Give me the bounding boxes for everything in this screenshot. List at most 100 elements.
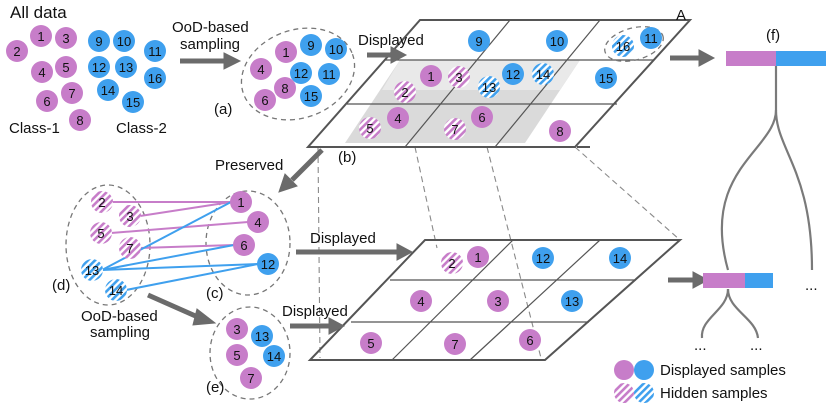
hidden-sample-grid-top-5: 5 [359, 117, 381, 139]
sample-grid-bottom-6: 6 [519, 329, 541, 351]
sample-number: 5 [367, 336, 374, 351]
sample-number: 12 [294, 66, 308, 81]
sample-number: 1 [474, 250, 481, 265]
hidden-sample-grid-top-14: 14 [532, 63, 554, 85]
displayed-label-1: Displayed [358, 32, 424, 49]
sample-number: 2 [448, 256, 455, 271]
link-5-4 [110, 221, 249, 234]
sample-grid-bottom-1: 1 [467, 246, 489, 268]
sample-number: 1 [427, 69, 434, 84]
sample-all-data-2: 2 [6, 40, 28, 62]
class2-label: Class-2 [116, 120, 167, 137]
sample-number: 8 [556, 124, 563, 139]
sample-number: 1 [237, 195, 244, 210]
sample-number: 16 [148, 71, 162, 86]
displayed-label-2: Displayed [310, 230, 376, 247]
sample-number: 12 [261, 257, 275, 272]
sample-sampled-a-4: 4 [250, 58, 272, 80]
arrow-ood-sampling-1 [180, 52, 242, 70]
guide-line [486, 146, 542, 359]
sample-grid-bottom-3: 3 [487, 290, 509, 312]
hidden-sample-grid-top-2: 2 [394, 81, 416, 103]
sample-number: 9 [307, 38, 314, 53]
sample-grid-bottom-14: 14 [609, 247, 631, 269]
arrow-displayed-3 [290, 317, 346, 335]
ood-sampling-label-1: OoD-based [172, 19, 249, 36]
link-14-12 [125, 263, 259, 291]
ellipsis-2: ... [694, 337, 707, 354]
sample-all-data-11: 11 [144, 40, 166, 62]
sample-number: 10 [550, 34, 564, 49]
sample-number: 10 [329, 42, 343, 57]
hidden-sample-grid-top-7: 7 [444, 118, 466, 140]
bar-segment-class1 [703, 273, 745, 288]
sample-number: 4 [417, 294, 424, 309]
link-13-6 [101, 244, 235, 271]
bar-segment-class1 [726, 51, 776, 66]
sample-grid-top-9: 9 [468, 30, 490, 52]
hidden-sample-group-d-3: 3 [119, 205, 141, 227]
link-3-1 [139, 201, 232, 217]
sample-number: 2 [401, 85, 408, 100]
sample-number: 13 [255, 329, 269, 344]
sample-number: 12 [506, 67, 520, 82]
hidden-sample-grid-top-16: 16 [612, 35, 634, 57]
sample-all-data-6: 6 [36, 90, 58, 112]
legend-displayed-swatch [614, 360, 634, 380]
sample-grid-bottom-12: 12 [532, 247, 554, 269]
sample-number: 14 [613, 251, 627, 266]
all-data-label: All data [10, 3, 67, 22]
sample-all-data-10: 10 [113, 30, 135, 52]
sample-group-c-12: 12 [257, 253, 279, 275]
sample-all-data-14: 14 [97, 79, 119, 101]
sample-grid-bottom-13: 13 [561, 290, 583, 312]
tag-b: (b) [338, 149, 356, 166]
sample-number: 15 [126, 95, 140, 110]
legend-hidden-swatch [634, 383, 654, 403]
guide-line [574, 146, 681, 241]
bar-top [726, 51, 826, 66]
sample-group-c-4: 4 [247, 211, 269, 233]
tag-f: (f) [766, 27, 780, 44]
sample-number: 10 [117, 34, 131, 49]
link-13-1 [101, 201, 232, 271]
sample-grid-top-1: 1 [420, 65, 442, 87]
sample-number: 8 [281, 81, 288, 96]
ellipsis-3: ... [750, 337, 763, 354]
tag-e: (e) [206, 379, 224, 396]
bar-segment-class2 [776, 51, 826, 66]
displayed-label-3: Displayed [282, 303, 348, 320]
sample-all-data-9: 9 [88, 30, 110, 52]
legend-hidden-swatch [614, 383, 634, 403]
sample-sampled-a-9: 9 [300, 34, 322, 56]
group-a-ellipse [240, 27, 356, 121]
sample-number: 3 [455, 70, 462, 85]
sample-number: 2 [13, 44, 20, 59]
sample-number: 6 [526, 333, 533, 348]
arrow-displayed-1 [367, 46, 408, 64]
arrow-preserved [278, 148, 324, 193]
sample-number: 12 [92, 60, 106, 75]
ellipsis-1: ... [805, 277, 818, 294]
hidden-sample-grid-top-3: 3 [448, 66, 470, 88]
sample-number: 13 [482, 80, 496, 95]
hidden-sample-grid-top-13: 13 [478, 76, 500, 98]
sample-number: 16 [616, 39, 630, 54]
sample-sampled-a-1: 1 [275, 41, 297, 63]
sample-number: 9 [475, 34, 482, 49]
legend-hidden-label: Hidden samples [660, 385, 768, 402]
sample-number: 4 [254, 215, 261, 230]
sample-number: 2 [98, 195, 105, 210]
sample-number: 3 [62, 31, 69, 46]
legend-displayed-label: Displayed samples [660, 362, 786, 379]
hidden-sample-group-d-13: 13 [81, 259, 103, 281]
sample-group-e-7: 7 [240, 367, 262, 389]
sample-number: 4 [394, 111, 401, 126]
sample-number: 7 [68, 86, 75, 101]
sample-grid-bottom-4: 4 [410, 290, 432, 312]
sample-number: 7 [451, 122, 458, 137]
sample-group-e-13: 13 [251, 325, 273, 347]
guide-line [414, 146, 438, 249]
sample-group-c-1: 1 [230, 191, 252, 213]
